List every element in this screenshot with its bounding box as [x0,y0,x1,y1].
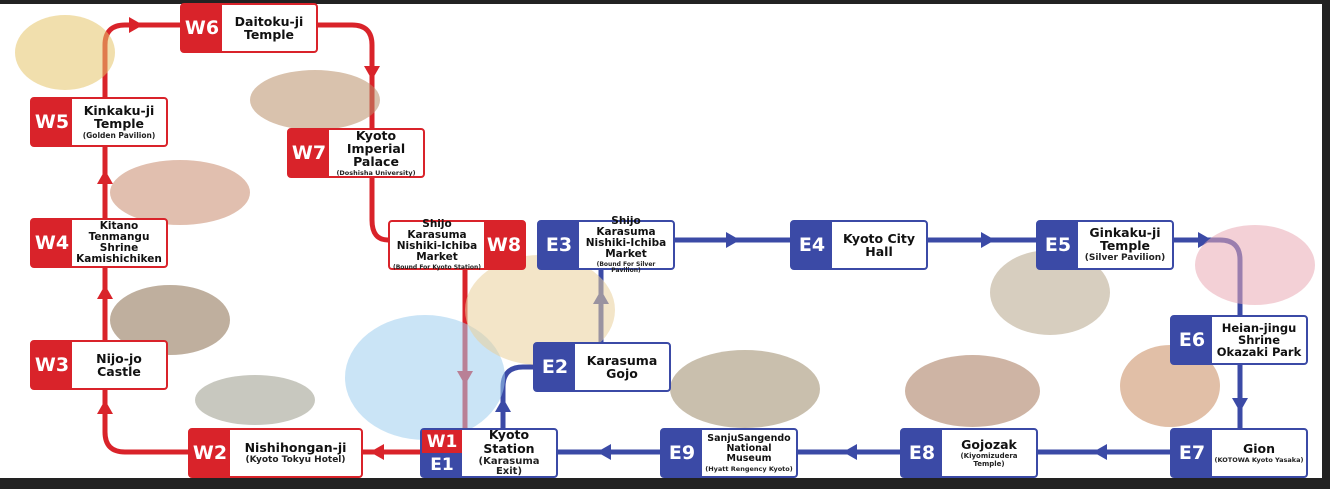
stop-e6[interactable]: E6 Heian-jingu Shrine Okazaki Park [1170,315,1308,365]
stop-sub: (Silver Pavilion) [1084,253,1166,264]
arrow-icon [129,17,143,33]
stop-name: Shijo Karasuma Nishiki-Ichiba Market [585,214,667,260]
arrow-icon [1232,398,1248,412]
stop-w4[interactable]: W4 Kitano Tenmangu Shrine Kamishichiken [30,218,168,268]
arrow-icon [726,232,740,248]
stop-code: E6 [1172,317,1212,363]
arrow-icon [843,444,857,460]
stop-code: W3 [32,342,72,388]
stop-sub: (Karasuma Exit) [478,455,540,478]
stop-e7[interactable]: E7 Gion(KOTOWA Kyoto Yasaka) [1170,428,1308,478]
stop-name: Ginkaku-ji Temple [1089,225,1161,254]
arrow-icon [1198,232,1212,248]
stop-w2[interactable]: W2 Nishihongan-ji(Kyoto Tokyu Hotel) [188,428,363,478]
stop-e5[interactable]: E5 Ginkaku-ji Temple(Silver Pavilion) [1036,220,1174,270]
stop-e4[interactable]: E4 Kyoto City Hall [790,220,928,270]
kiyomizudera-illustration [905,355,1040,427]
frame-border [0,478,1330,489]
arrow-icon [597,444,611,460]
stop-code: E5 [1038,222,1078,268]
stop-code: W6 [182,5,222,51]
stop-e2[interactable]: E2 Karasuma Gojo [533,342,671,392]
stop-w7[interactable]: W7 Kyoto Imperial Palace(Doshisha Univer… [287,128,425,178]
stop-w5[interactable]: W5 Kinkaku-ji Temple(Golden Pavilion) [30,97,168,147]
stop-name: Gojozak [961,437,1017,453]
stop-name: Kinkaku-ji Temple [83,102,155,132]
stop-w3[interactable]: W3 Nijo-jo Castle [30,340,168,390]
stop-name: Kyoto Station [483,427,535,456]
stop-kyoto-station[interactable]: W1 E1 Kyoto Station(Karasuma Exit) [420,428,558,478]
stop-sub: (Golden Pavilion) [82,131,156,141]
stop-sub: (Bound For Kyoto Station) [392,263,482,271]
nishihonganji-illustration [195,375,315,425]
stop-name: SanjuSangendo National Museum [707,432,791,464]
stop-code-west: W1 [422,430,462,453]
heian-shrine-illustration [1195,225,1315,305]
kinkakuji-illustration [15,15,115,90]
stop-name: Kyoto Imperial Palace [346,127,406,170]
arrow-icon [370,444,384,460]
arrow-icon [97,285,113,299]
stop-code: W2 [190,430,230,476]
arrow-icon [981,232,995,248]
stop-w8[interactable]: Shijo Karasuma Nishiki-Ichiba Market(Bou… [388,217,526,271]
stop-code: W8 [484,222,524,268]
sanjusangendo-illustration [670,350,820,428]
arrow-icon [97,400,113,414]
stop-sub: (Bound For Silver Pavilion) [596,260,656,275]
stop-code: W4 [32,220,72,266]
frame-border [1322,0,1330,489]
stop-name: Heian-jingu Shrine Okazaki Park [1216,320,1302,360]
stop-name: Nijo-jo Castle [96,350,142,379]
stop-sub: (Doshisha University) [336,169,416,178]
stop-name: Gion [1242,441,1276,457]
arrow-icon [364,66,380,80]
stop-e3[interactable]: E3 Shijo Karasuma Nishiki-Ichiba Market(… [537,215,675,274]
stop-name: Karasuma Gojo [586,352,658,381]
stop-sub: (Hyatt Rengency Kyoto) [705,464,793,473]
stop-sub: (Kiyomizudera Temple) [960,452,1018,468]
stop-code: E3 [539,222,579,268]
stop-e9[interactable]: E9 SanjuSangendo National Museum(Hyatt R… [660,428,798,478]
frame-border [0,0,1330,4]
stop-name: Daitoku-ji Temple [234,13,304,42]
stop-sub: (Kyoto Tokyu Hotel) [245,454,346,465]
arrow-icon [1093,444,1107,460]
stop-w6[interactable]: W6 Daitoku-ji Temple [180,3,318,53]
stop-code: E9 [662,430,702,476]
stop-sub: (KOTOWA Kyoto Yasaka) [1214,456,1304,465]
imperial-palace-illustration [250,70,380,130]
stop-code: E2 [535,344,575,390]
stop-code: E8 [902,430,942,476]
stop-name: Kitano Tenmangu Shrine Kamishichiken [76,219,162,266]
west-arrows [97,17,473,460]
stop-code: E4 [792,222,832,268]
stop-code: E7 [1172,430,1212,476]
arrow-icon [97,170,113,184]
stop-e8[interactable]: E8 Gojozak(Kiyomizudera Temple) [900,428,1038,478]
stop-name: Kyoto City Hall [842,230,916,259]
stop-code: W5 [32,99,72,145]
arrow-icon [495,398,511,412]
stop-name: Shijo Karasuma Nishiki-Ichiba Market [396,217,478,263]
stop-code: W7 [289,130,329,176]
stop-name: Nishihongan-ji [244,439,347,455]
stop-code-east: E1 [422,453,462,476]
kitano-illustration [110,160,250,225]
